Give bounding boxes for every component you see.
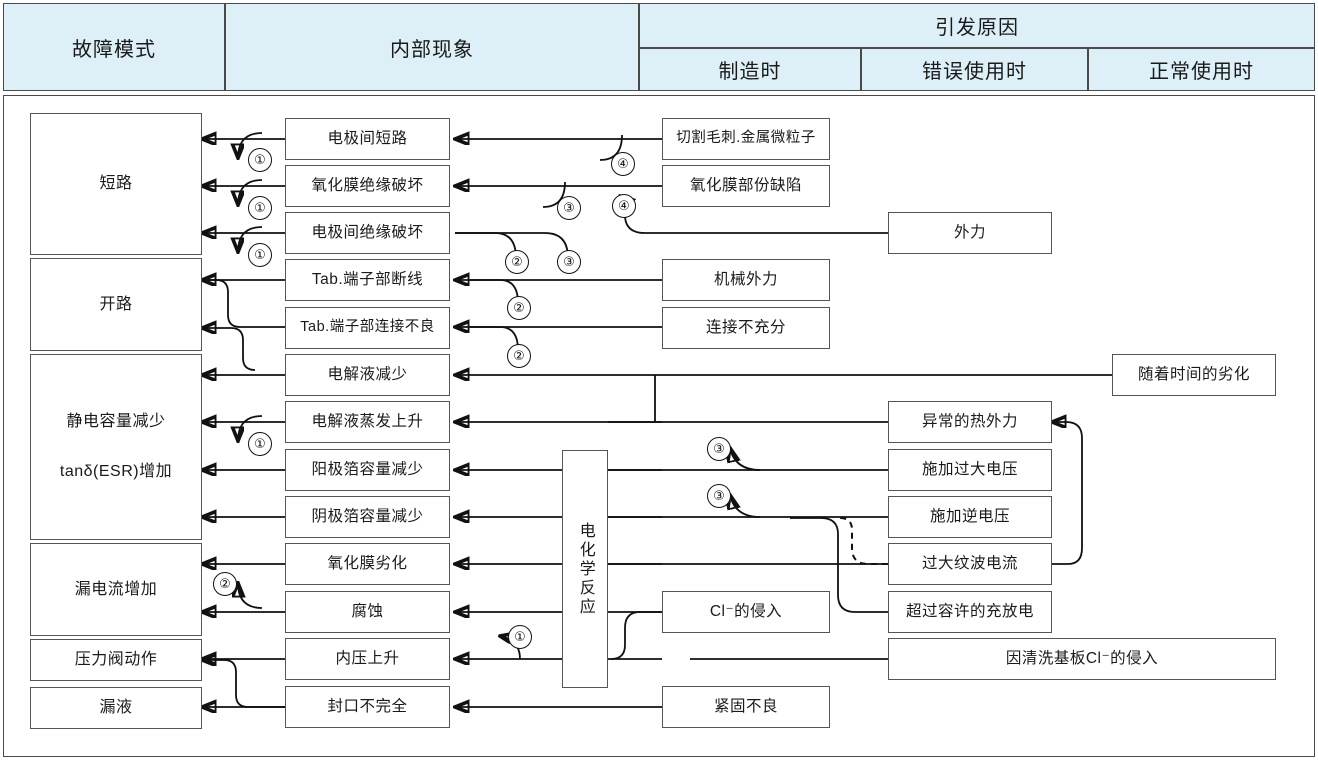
cause-cutting-burr-metal-particles[interactable]: 切割毛刺.金属微粒子 bbox=[662, 118, 830, 160]
phenomenon-electrolyte-decrease[interactable]: 电解液减少 bbox=[285, 354, 450, 396]
phenomenon-internal-pressure-rise[interactable]: 内压上升 bbox=[285, 638, 450, 680]
marker-2-a: ② bbox=[505, 250, 529, 274]
failure-mode-capacitance-drop[interactable]: 静电容量减少 tanδ(ESR)增加 bbox=[30, 354, 202, 540]
phenomenon-electrolyte-evaporation[interactable]: 电解液蒸发上升 bbox=[285, 401, 450, 443]
failure-mode-liquid-leak[interactable]: 漏液 bbox=[30, 687, 202, 729]
marker-3-d: ③ bbox=[707, 484, 731, 508]
phenomenon-tab-terminal-poor-connection[interactable]: Tab.端子部连接不良 bbox=[285, 307, 450, 349]
header-sub-manufacturing: 制造时 bbox=[639, 48, 861, 91]
cause-insufficient-connection[interactable]: 连接不充分 bbox=[662, 307, 830, 349]
marker-3-c: ③ bbox=[707, 437, 731, 461]
marker-1-d: ① bbox=[248, 432, 272, 456]
cause-oxide-film-partial-defect[interactable]: 氧化膜部份缺陷 bbox=[662, 165, 830, 207]
phenomenon-inter-electrode-short[interactable]: 电极间短路 bbox=[285, 118, 450, 160]
cause-mechanical-external-force[interactable]: 机械外力 bbox=[662, 259, 830, 301]
phenomenon-inter-electrode-insulation-breakdown[interactable]: 电极间绝缘破坏 bbox=[285, 212, 450, 254]
header-failure-mode: 故障模式 bbox=[3, 3, 225, 91]
header-sub-misuse: 错误使用时 bbox=[861, 48, 1088, 91]
cause-chloride-ion-intrusion[interactable]: Cl⁻的侵入 bbox=[662, 591, 830, 633]
phenomenon-anode-foil-capacitance-drop[interactable]: 阳极箔容量减少 bbox=[285, 449, 450, 491]
capacitance-drop-line2: tanδ(ESR)增加 bbox=[59, 463, 173, 480]
capacitance-drop-line1: 静电容量减少 bbox=[66, 413, 166, 431]
marker-3-b: ③ bbox=[557, 196, 581, 220]
phenomenon-cathode-foil-capacitance-drop[interactable]: 阴极箔容量减少 bbox=[285, 496, 450, 538]
header-internal-phenomena: 内部现象 bbox=[225, 3, 639, 91]
marker-4-b: ④ bbox=[612, 194, 636, 218]
marker-1-e: ① bbox=[508, 625, 532, 649]
failure-mode-leakage-current[interactable]: 漏电流增加 bbox=[30, 543, 202, 636]
cause-external-force[interactable]: 外力 bbox=[888, 212, 1052, 254]
phenomenon-incomplete-sealing[interactable]: 封口不完全 bbox=[285, 686, 450, 728]
header-sub-normal-use: 正常使用时 bbox=[1088, 48, 1315, 91]
marker-1-b: ① bbox=[248, 196, 272, 220]
marker-1-a: ① bbox=[248, 148, 272, 172]
cause-overvoltage-applied[interactable]: 施加过大电压 bbox=[888, 449, 1052, 491]
cause-poor-fastening[interactable]: 紧固不良 bbox=[662, 686, 830, 728]
cause-excessive-charge-discharge[interactable]: 超过容许的充放电 bbox=[888, 591, 1052, 633]
failure-mode-pressure-valve[interactable]: 压力阀动作 bbox=[30, 639, 202, 681]
phenomenon-oxide-film-degradation[interactable]: 氧化膜劣化 bbox=[285, 543, 450, 585]
phenomenon-tab-terminal-break[interactable]: Tab.端子部断线 bbox=[285, 259, 450, 301]
cause-chloride-from-pcb-cleaning[interactable]: 因清洗基板Cl⁻的侵入 bbox=[888, 638, 1276, 680]
marker-2-left: ② bbox=[213, 572, 237, 596]
cause-aging-over-time[interactable]: 随着时间的劣化 bbox=[1112, 354, 1276, 396]
cause-abnormal-thermal-stress[interactable]: 异常的热外力 bbox=[888, 401, 1052, 443]
phenomenon-corrosion[interactable]: 腐蚀 bbox=[285, 591, 450, 633]
cause-excessive-ripple-current[interactable]: 过大纹波电流 bbox=[888, 543, 1052, 585]
marker-1-c: ① bbox=[248, 243, 272, 267]
marker-3-a: ③ bbox=[557, 250, 581, 274]
electrochemical-reaction-node[interactable]: 电化学反应 bbox=[562, 450, 608, 688]
phenomenon-oxide-film-insulation-breakdown[interactable]: 氧化膜绝缘破坏 bbox=[285, 165, 450, 207]
marker-2-b: ② bbox=[507, 296, 531, 320]
marker-2-c: ② bbox=[507, 344, 531, 368]
marker-4-a: ④ bbox=[611, 152, 635, 176]
failure-mode-short-circuit[interactable]: 短路 bbox=[30, 113, 202, 255]
failure-mode-open-circuit[interactable]: 开路 bbox=[30, 258, 202, 351]
cause-reverse-voltage-applied[interactable]: 施加逆电压 bbox=[888, 496, 1052, 538]
header-causes: 引发原因 bbox=[639, 3, 1315, 48]
